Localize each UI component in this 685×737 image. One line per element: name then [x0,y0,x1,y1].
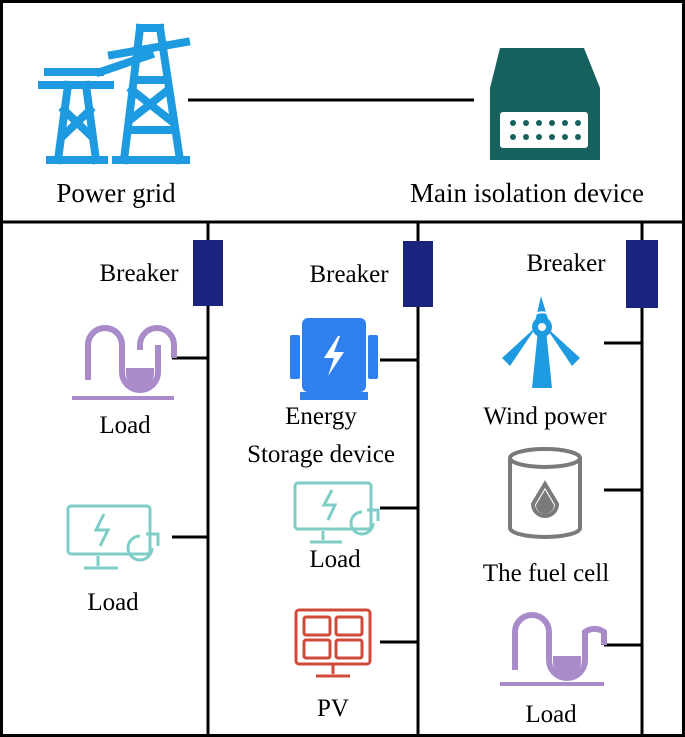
load-u-tube-icon [72,325,177,400]
load-label-4: Load [525,701,577,728]
fuel-barrel-icon [508,447,582,539]
wind-power-label: Wind power [483,403,607,430]
fuel-drop-icon [536,490,554,514]
energy-storage-icon [290,318,378,400]
breaker-label-1: Breaker [99,260,179,287]
load-label-1: Load [99,412,151,439]
load-monitor-icon [66,504,160,570]
isolation-device-icon [490,48,600,160]
wind-turbine-icon [502,296,580,388]
breaker-label-3: Breaker [526,250,606,277]
transmission-tower-icon [38,23,191,165]
load-label-2: Load [87,589,139,616]
energy-storage-label-line1: Energy [285,403,357,430]
solar-panel-icon [294,608,372,678]
load-label-3: Load [309,546,361,573]
fuel-cell-label: The fuel cell [483,560,609,587]
breaker-icon [193,240,223,306]
main-isolation-label: Main isolation device [410,178,644,208]
load-u-tube-icon [500,612,607,686]
power-grid-label: Power grid [56,178,176,208]
load-monitor-icon [293,481,380,544]
pv-label: PV [317,695,349,722]
breaker-label-2: Breaker [309,261,389,288]
breaker-icon [626,240,658,308]
breaker-icon [403,241,433,307]
energy-storage-label-line2: Storage device [247,441,395,468]
